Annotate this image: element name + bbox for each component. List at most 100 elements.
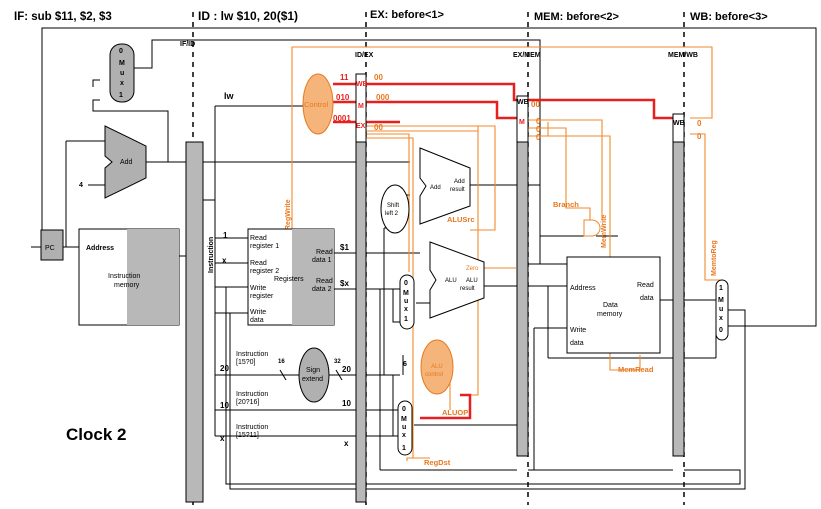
sign-extend-in-bits: 16 [278,359,285,365]
read-data2-b: data 2 [312,286,332,293]
pc-mux-x: x [120,80,124,87]
ifid-label: IF/ID [180,41,195,48]
pc-mux-bottom: 1 [119,92,123,99]
alu-mux-bottom: 1 [404,316,408,323]
alu-control-label1: ALU [431,364,443,370]
datapath-wires [31,27,817,490]
alu-mux-x: x [404,306,408,313]
imem-label1: Instruction [108,273,140,280]
alu-control [420,339,454,395]
memtoreg-label: MemtoReg [711,240,718,276]
registers-title: Registers [274,276,304,283]
instruction-memory-shade [127,229,179,325]
sign-extend-label1: Sign [306,367,320,374]
instruction-bus-label: Instruction [208,237,215,273]
regdst-mux-x: x [402,432,406,439]
field2-label1: Instruction [236,424,268,431]
dmem-label2: memory [597,311,623,318]
imem-label2: memory [114,282,140,289]
dmem-write: Write [570,327,586,334]
branch-adder [419,147,471,225]
memwrite-label: MemWrite [601,215,608,248]
clock-label: Clock 2 [66,425,126,444]
idex-register [355,141,367,503]
stage-wb-title: WB: before<3> [690,11,768,23]
branch-and-gate [583,219,601,237]
sign-extend-out-tick [335,369,343,381]
pc-mux [109,43,135,103]
memwb-label: MEM/WB [668,52,698,59]
wb-mux [715,279,729,341]
exmem-m-out2: 0 [536,133,541,142]
stage-ex-title: EX: before<1> [370,9,444,21]
register-file-shade [292,229,334,325]
read-reg1-b: register 1 [250,243,279,250]
write-data-b: data [250,317,264,324]
idex-wb-field: WB [356,81,368,88]
memwb-wb-out0: 0 [697,119,702,128]
pc-mux-top: 0 [119,48,123,55]
control-wb-bits: 11 [340,73,349,82]
field0-label1: Instruction [236,351,268,358]
idex-m-out: 000 [376,93,390,102]
read-reg1-a: Read [250,235,267,242]
field1-label2: [20?16] [236,399,259,406]
control-label: Control [304,100,329,109]
regdst-mux-u: u [402,424,406,431]
regdst-mux-top: 0 [402,406,406,413]
read-data2-a: Read [316,278,333,285]
idex-control-fields [355,73,367,143]
read-reg2-a: Read [250,260,267,267]
alu-mux [399,274,415,330]
stage-mem-title: MEM: before<2> [534,11,619,23]
memwb-control-fields [672,113,685,143]
write-reg-a: Write [250,285,266,292]
exmem-m-out1: 0 [536,125,541,134]
memwb-wb-field: WB [673,120,685,127]
branch-adder-label2: result [450,187,465,193]
read-data1-b: data 1 [312,257,332,264]
zero-label: Zero [466,266,479,272]
wb-mux-top: 1 [719,285,723,292]
imem-address: Address [86,245,114,252]
alu [429,241,485,319]
alu-mux-top: 0 [404,280,408,287]
reg-in-1: 1 [223,231,228,240]
sign-extend [298,347,330,403]
field2-label2: [15?11] [236,432,259,439]
reg-in-x: x [222,256,227,265]
const-four: 4 [79,182,83,189]
dmem-data-out: data [640,295,654,302]
memwb-wb-out1: 0 [697,132,702,141]
sign-extend-in-tick [279,369,287,381]
exmem-register [516,141,529,457]
pc-label: PC [45,245,55,252]
field1-value: 10 [220,401,229,410]
exmem-wb-field: WB [517,99,529,106]
reg-out-1: $1 [340,243,349,252]
exmem-label: EX/MEM [513,52,541,59]
field0-value: 20 [220,364,229,373]
shift-label1: Shift [387,203,399,209]
control-ex-bits: 0001 [333,114,351,123]
shift-label2: left 2 [385,211,399,217]
wb-mux-bottom: 0 [719,327,723,334]
write-reg-b: register [250,293,274,300]
regdst-mux-m: M [401,416,407,423]
field0-label2: [15?0] [236,359,256,366]
aluop-label: ALUOP [442,408,468,417]
stage-if-title: IF: sub $11, $2, $3 [14,11,112,23]
wb-mux-u: u [719,306,723,313]
stage-id-title: ID : lw $10, 20($1) [198,9,298,23]
ifid-register [185,141,204,503]
read-data1-a: Read [316,249,333,256]
dmem-data-in: data [570,340,584,347]
field2-value: x [220,434,225,443]
exmem-m-out0: 0 [536,117,541,126]
pc-mux-m: M [119,60,125,67]
read-reg2-b: register 2 [250,268,279,275]
wb-mux-x: x [719,315,723,322]
alu-mux-m: M [403,290,409,297]
dmem-label1: Data [603,302,618,309]
